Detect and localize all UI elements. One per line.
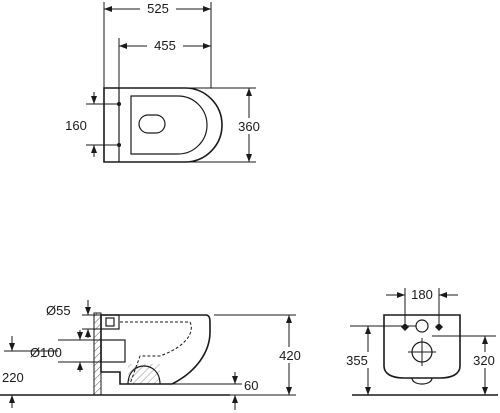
dim-label-320: 320 bbox=[473, 353, 495, 368]
wall-hatched bbox=[93, 312, 102, 396]
dim-label-220: 220 bbox=[2, 370, 24, 385]
dim-label-420: 420 bbox=[279, 348, 301, 363]
outlet-pipe bbox=[100, 339, 126, 363]
rear-bolt-marker bbox=[401, 323, 409, 331]
drain-hole bbox=[138, 114, 166, 134]
side-view: Ø55 Ø100 220 420 60 bbox=[0, 300, 306, 410]
dim-label-525: 525 bbox=[147, 1, 169, 16]
bowl-rim-inner bbox=[130, 95, 208, 155]
bowl-top-outline bbox=[103, 87, 223, 163]
dim-label-455: 455 bbox=[154, 38, 176, 53]
dim-label-180: 180 bbox=[411, 287, 433, 302]
rear-inlet-ring bbox=[415, 319, 429, 333]
dim-label-dia55: Ø55 bbox=[46, 303, 71, 318]
bowl-cavity-hidden bbox=[120, 321, 192, 385]
dim-label-160: 160 bbox=[65, 118, 87, 133]
rear-view: 180 355 320 bbox=[342, 287, 500, 396]
top-view: 525 455 160 360 bbox=[65, 0, 266, 163]
dim-label-60: 60 bbox=[244, 378, 258, 393]
dim-label-dia100: Ø100 bbox=[30, 345, 62, 360]
dim-label-355: 355 bbox=[346, 353, 368, 368]
rear-foot bbox=[411, 377, 433, 385]
dim-label-360: 360 bbox=[238, 119, 260, 134]
rear-bolt-marker bbox=[435, 323, 443, 331]
inlet-connector bbox=[100, 314, 120, 330]
